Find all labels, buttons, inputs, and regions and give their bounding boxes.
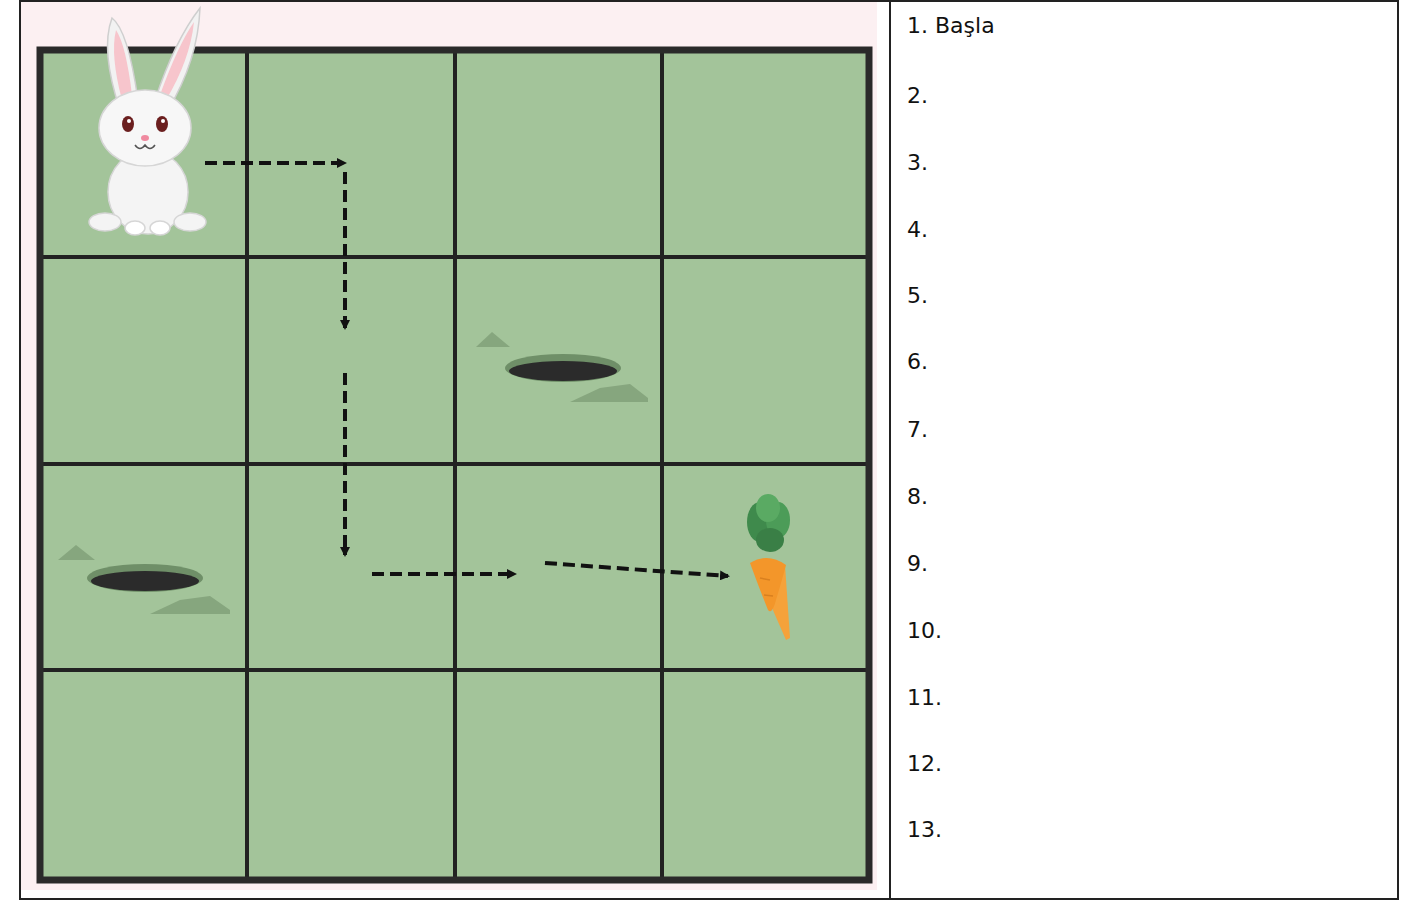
panel-ground <box>21 2 877 890</box>
hole <box>476 332 648 402</box>
carrot <box>747 494 790 640</box>
step-line: 6. <box>907 348 928 376</box>
step-line: 8. <box>907 483 928 511</box>
step-line: 11. <box>907 684 942 712</box>
grid-ground <box>40 50 869 880</box>
rabbit <box>89 8 206 235</box>
step-line: 2. <box>907 82 928 110</box>
step-line: 3. <box>907 149 928 177</box>
hole <box>58 545 230 614</box>
path-arrows <box>205 163 728 576</box>
step-line: 13. <box>907 816 942 844</box>
step-line: 4. <box>907 216 928 244</box>
grid-lines <box>40 50 869 880</box>
table-divider <box>889 1 891 899</box>
step-line: 5. <box>907 282 928 310</box>
step-line: 1. Başla <box>907 12 995 40</box>
step-line: 12. <box>907 750 942 778</box>
step-line: 10. <box>907 617 942 645</box>
step-line: 9. <box>907 550 928 578</box>
table-frame <box>20 1 1398 899</box>
grid-border <box>40 50 869 880</box>
step-line: 7. <box>907 416 928 444</box>
